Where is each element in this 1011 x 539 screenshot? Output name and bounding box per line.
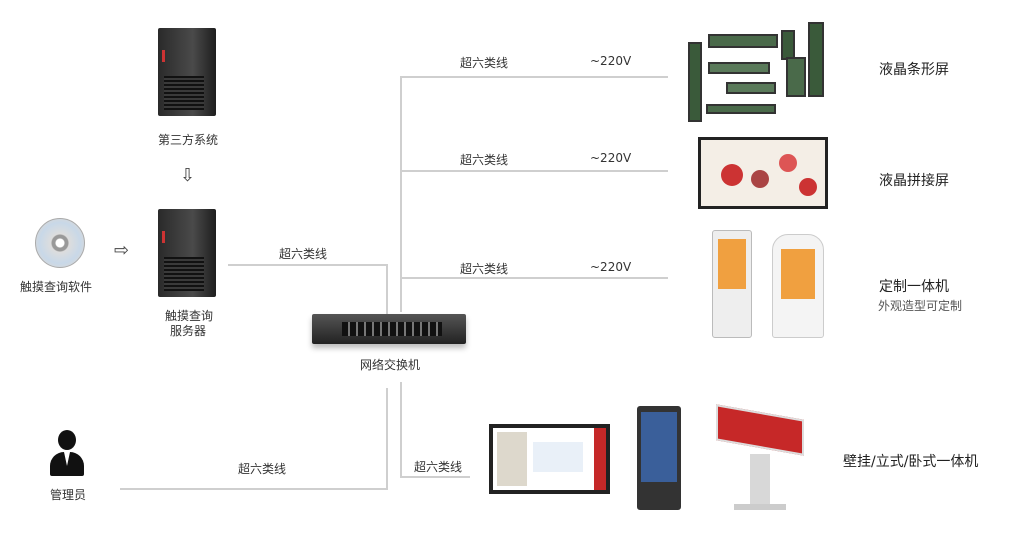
third-party-server-icon — [158, 28, 216, 116]
cable-label-server: 超六类线 — [279, 247, 328, 261]
cable-label-4: 超六类线 — [414, 460, 463, 474]
power-label-3: ~220V — [590, 260, 632, 274]
line-branch-1 — [400, 76, 668, 78]
line-trunk — [400, 76, 402, 312]
line-branch-4-v — [400, 382, 402, 478]
server-label-2: 服务器 — [170, 324, 207, 338]
line-admin-v — [386, 388, 388, 490]
device-label-strip: 液晶条形屏 — [879, 62, 949, 78]
network-switch-icon — [312, 314, 466, 344]
server-label-1: 触摸查询 — [165, 309, 214, 323]
admin-label: 管理员 — [50, 488, 87, 502]
device-label-allinone: 壁挂/立式/卧式一体机 — [843, 454, 979, 470]
device-label-custom: 定制一体机 — [879, 279, 949, 295]
wall-mounted-screen-image — [489, 424, 610, 494]
cable-label-1: 超六类线 — [460, 56, 509, 70]
cable-label-admin: 超六类线 — [238, 462, 287, 476]
line-server-switch-h — [228, 264, 388, 266]
software-label: 触摸查询软件 — [20, 280, 93, 294]
line-branch-2 — [400, 170, 668, 172]
touch-query-server-icon — [158, 209, 216, 297]
admin-person-icon — [50, 430, 84, 478]
device-label-splice: 液晶拼接屏 — [879, 173, 949, 189]
horizontal-kiosk-image — [712, 404, 808, 512]
cd-icon — [35, 218, 85, 268]
lcd-splice-screen-image — [698, 137, 828, 209]
cable-label-3: 超六类线 — [460, 262, 509, 276]
line-branch-4-h — [400, 476, 470, 478]
switch-label: 网络交换机 — [360, 358, 421, 372]
lcd-strip-screens-image — [686, 22, 831, 122]
power-label-2: ~220V — [590, 151, 632, 165]
standing-kiosk-image — [637, 406, 681, 510]
third-party-label: 第三方系统 — [158, 133, 219, 147]
line-admin-h — [120, 488, 388, 490]
power-label-1: ~220V — [590, 54, 632, 68]
cable-label-2: 超六类线 — [460, 153, 509, 167]
line-server-switch-v — [386, 264, 388, 314]
custom-kiosk-image — [710, 230, 830, 340]
device-sublabel-custom: 外观造型可定制 — [878, 299, 963, 313]
arrow-right-icon: ⇨ — [114, 240, 130, 261]
line-branch-3 — [400, 277, 668, 279]
arrow-down-icon: ⇩ — [180, 165, 196, 186]
